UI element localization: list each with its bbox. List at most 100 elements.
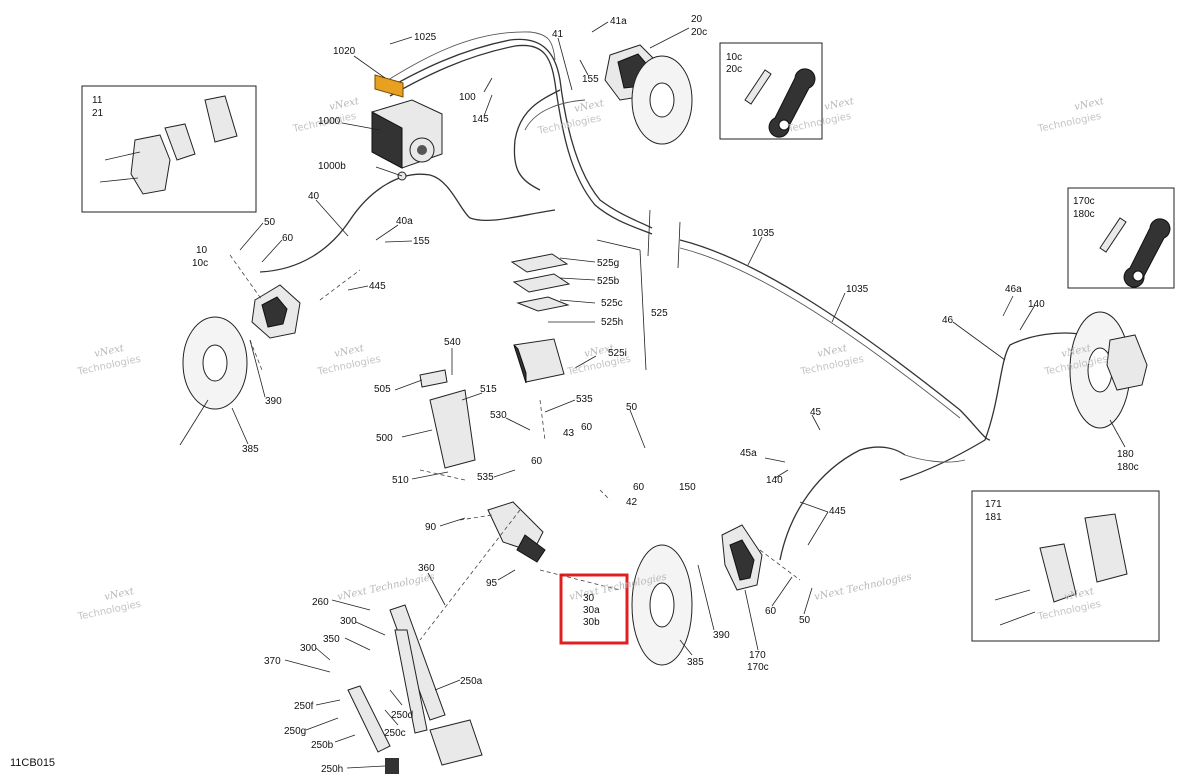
- callout-label: 180c: [1117, 462, 1139, 473]
- callout-label: 50: [264, 217, 276, 228]
- callout-label: 250d: [391, 710, 413, 721]
- callout-label: 180: [1117, 449, 1134, 460]
- callout-label: 41a: [610, 16, 627, 27]
- callout-label: 250a: [460, 676, 483, 687]
- callout-label: 100: [459, 92, 476, 103]
- callout-label: 30a: [583, 605, 600, 616]
- callout-label: 385: [687, 657, 704, 668]
- callout-label: 180c: [1073, 209, 1095, 220]
- master-cylinder: [487, 501, 546, 563]
- callout-label: 360: [418, 563, 435, 574]
- callout-label: 500: [376, 433, 393, 444]
- highlight-box-30: [559, 573, 629, 645]
- callout-label: 150: [679, 482, 696, 493]
- callout-label: 60: [581, 422, 593, 433]
- callout-label: 20: [691, 14, 703, 25]
- callout-label: 42: [626, 497, 638, 508]
- diagram-code: 11CB015: [10, 757, 55, 769]
- callout-label: 10c: [726, 52, 742, 63]
- callout-label: 260: [312, 597, 329, 608]
- callout-label: 385: [242, 444, 259, 455]
- callout-label: 170c: [1073, 196, 1095, 207]
- callout-label: 155: [582, 74, 599, 85]
- front-left-caliper: [251, 284, 301, 339]
- callout-label: 170: [749, 650, 766, 661]
- svg-text:Technologies: Technologies: [76, 354, 142, 378]
- callout-label: 1025: [414, 32, 437, 43]
- callout-label: 525i: [608, 348, 627, 359]
- rear-right-caliper: [1106, 334, 1148, 391]
- callout-label: 1035: [752, 228, 775, 239]
- svg-text:Technologies: Technologies: [1036, 111, 1102, 135]
- svg-text:vNext: vNext: [328, 96, 361, 113]
- detail-box-pads-front-left: [81, 85, 257, 213]
- callout-label: 525b: [597, 276, 620, 287]
- callout-label: 45: [810, 407, 822, 418]
- callout-label: 145: [472, 114, 489, 125]
- detail-box-bleeder-right: [1067, 187, 1175, 289]
- callout-label: 40: [308, 191, 320, 202]
- rear-left-disc: [631, 544, 693, 666]
- svg-text:Technologies: Technologies: [76, 599, 142, 623]
- detail-box-pads-rear: [971, 490, 1160, 642]
- callout-label: 370: [264, 656, 281, 667]
- svg-text:vNext Technologies: vNext Technologies: [813, 572, 912, 603]
- callout-label: 250c: [384, 728, 406, 739]
- callout-label: 540: [444, 337, 461, 348]
- callout-label: 525: [651, 308, 668, 319]
- assembly-dashed-lines: [229, 254, 801, 641]
- callout-label: 43: [563, 428, 575, 439]
- callout-label: 60: [282, 233, 294, 244]
- callout-label: 535: [477, 472, 494, 483]
- callout-label: 250b: [311, 740, 334, 751]
- rear-left-caliper: [721, 524, 763, 591]
- callout-label: 60: [765, 606, 777, 617]
- callout-label: 445: [829, 506, 846, 517]
- callout-label: 140: [766, 475, 783, 486]
- callout-label: 30: [583, 593, 595, 604]
- callout-label: 1000b: [318, 161, 346, 172]
- callout-label: 95: [486, 578, 498, 589]
- callout-label: 50: [626, 402, 638, 413]
- callout-label: 390: [265, 396, 282, 407]
- callout-label: 515: [480, 384, 497, 395]
- callout-label: 525g: [597, 258, 619, 269]
- callout-label: 505: [374, 384, 391, 395]
- bracket-500: [419, 369, 476, 469]
- front-right-disc: [631, 55, 693, 145]
- callout-label: 300: [300, 643, 317, 654]
- callout-label: 46a: [1005, 284, 1022, 295]
- callout-label: 20c: [726, 64, 742, 75]
- callout-label: 250h: [321, 764, 343, 775]
- callout-label: 40a: [396, 216, 413, 227]
- callout-label: 21: [92, 108, 104, 119]
- callout-label: 1000: [318, 116, 341, 127]
- leader-lines: [179, 21, 1126, 769]
- callout-label: 140: [1028, 299, 1045, 310]
- callout-label: 155: [413, 236, 430, 247]
- callout-label: 510: [392, 475, 409, 486]
- callout-label: 1020: [333, 46, 356, 57]
- callout-label: 30b: [583, 617, 600, 628]
- callout-label: 445: [369, 281, 386, 292]
- callout-label: 46: [942, 315, 954, 326]
- line-break-marks: [647, 209, 681, 269]
- detail-box-bleeder-left: [719, 42, 823, 140]
- callout-label: 350: [323, 634, 340, 645]
- svg-text:vNext Technologies: vNext Technologies: [336, 572, 435, 603]
- callout-label: 90: [425, 522, 437, 533]
- callout-label: 11: [92, 95, 103, 106]
- callout-label: 390: [713, 630, 730, 641]
- svg-text:Technologies: Technologies: [799, 354, 865, 378]
- callout-label: 300: [340, 616, 357, 627]
- pedal-assembly: [347, 604, 483, 774]
- callout-label: 10: [196, 245, 208, 256]
- svg-text:vNext: vNext: [1073, 96, 1106, 113]
- callout-label: 50: [799, 615, 811, 626]
- brake-reservoir: [510, 253, 571, 384]
- callout-label: 41: [552, 29, 564, 40]
- callout-label: 250g: [284, 726, 306, 737]
- callout-label: 45a: [740, 448, 757, 459]
- callout-label: 10c: [192, 258, 208, 269]
